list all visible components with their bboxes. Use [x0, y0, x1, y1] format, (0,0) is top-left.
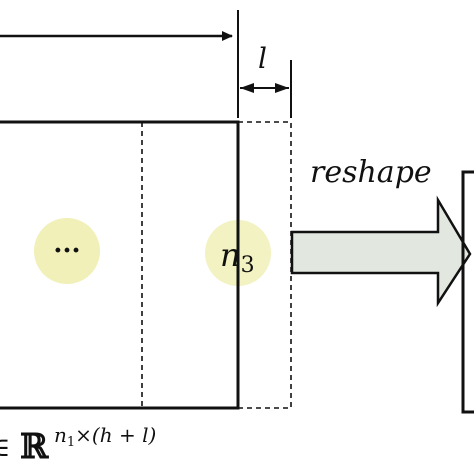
n3-base: n [220, 236, 241, 274]
reshape-arrow [290, 195, 472, 308]
space-exponent-base: n [54, 423, 67, 447]
n3-subscript: 3 [241, 253, 255, 278]
reshape-label: reshape [310, 155, 432, 190]
space-exponent-sub: 1 [67, 435, 75, 450]
membership-symbol: ∈ [0, 433, 10, 463]
matrix-block [0, 120, 240, 410]
space-exponent: n1×(h + l) [54, 423, 156, 450]
space-exponent-rest: ×(h + l) [75, 423, 156, 447]
space-set-symbol: ℝ [20, 427, 49, 467]
l-span-label: l [258, 42, 267, 75]
n3-label: n3 [220, 236, 255, 278]
l-span-arrow [240, 83, 289, 93]
ellipsis-highlight [34, 218, 100, 284]
ellipsis-label: ··· [53, 236, 80, 266]
target-matrix-edge [461, 170, 474, 414]
